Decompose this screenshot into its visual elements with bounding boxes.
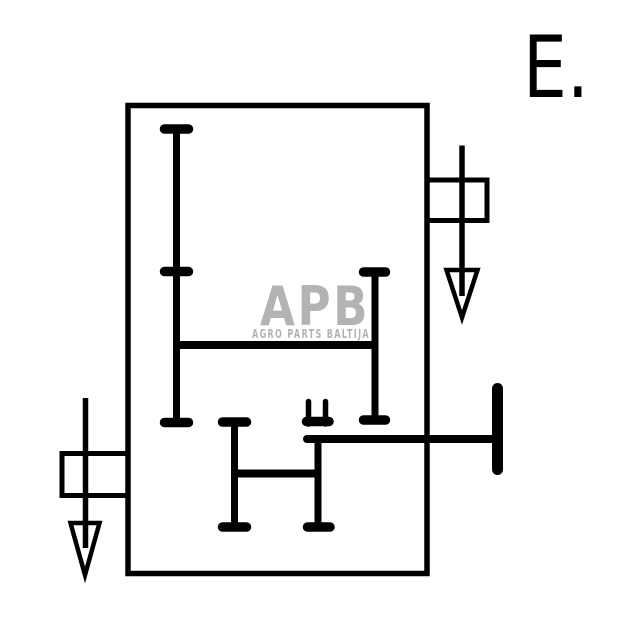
schematic-lines (59, 102, 503, 584)
coupling-symbol (301, 398, 334, 427)
watermark-subtitle-text: AGRO PARTS BALTIJA (252, 327, 370, 341)
left-port (59, 398, 131, 584)
right-port-box (424, 177, 490, 223)
drawing-label: E. (523, 18, 589, 118)
right-port (424, 145, 490, 325)
gearbox-housing (125, 102, 430, 577)
shaft-lower-right (302, 439, 335, 532)
watermark: APB AGRO PARTS BALTIJA (252, 275, 370, 341)
left-down-arrow-icon (67, 520, 103, 584)
left-port-box (59, 451, 131, 498)
shaft-left-vertical (159, 124, 194, 428)
watermark-logo-text: APB (260, 275, 370, 338)
right-down-arrow-icon (443, 267, 481, 325)
output-shaft-right (303, 383, 503, 475)
shaft-right-middle (358, 267, 391, 425)
